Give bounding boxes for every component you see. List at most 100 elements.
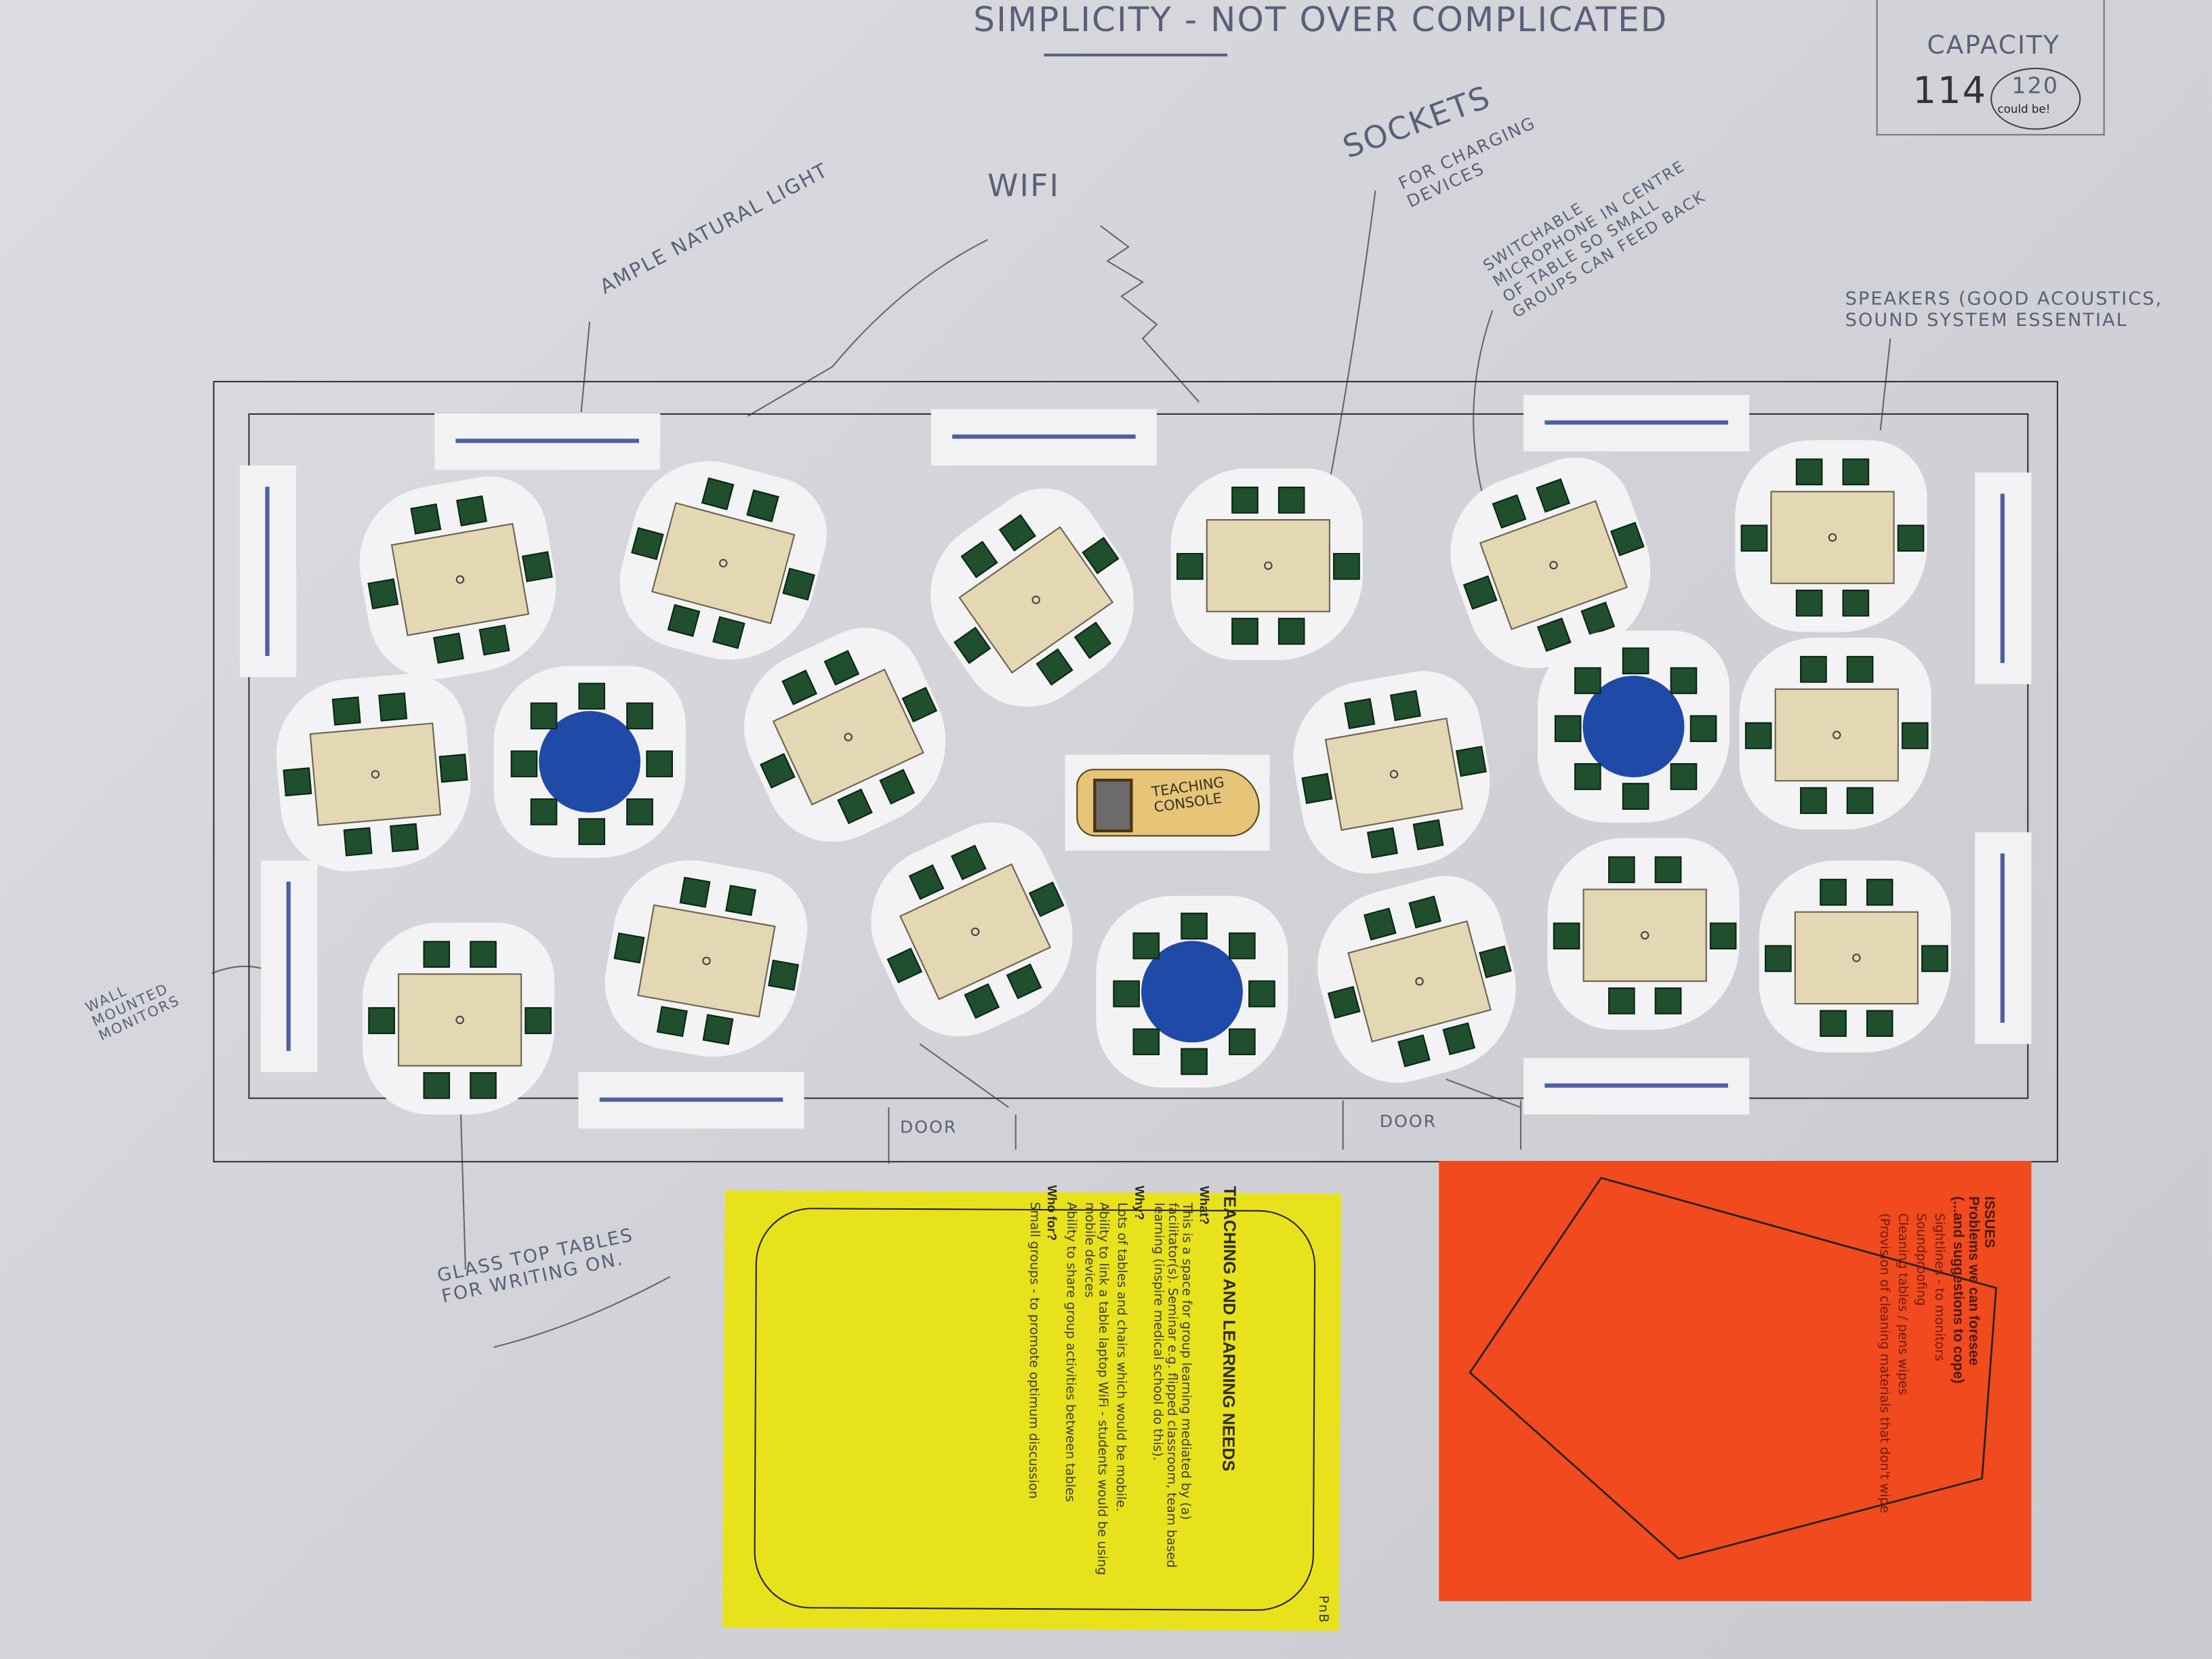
chair <box>1231 617 1258 645</box>
chair <box>679 876 711 908</box>
wifi-annotation: WIFI <box>987 169 1061 205</box>
why-text-1: Lots of tables and chairs which would be… <box>1112 1202 1128 1512</box>
initials: PnB <box>1315 1595 1330 1624</box>
chair <box>1800 655 1827 683</box>
teaching-learning-card: TEACHING AND LEARNING NEEDS What? This i… <box>722 1185 1342 1631</box>
chair <box>1654 856 1682 884</box>
microphone-dot <box>1640 930 1650 940</box>
chair <box>1800 787 1827 815</box>
chair <box>1390 690 1421 722</box>
title-underline <box>1044 54 1227 57</box>
chair <box>283 767 312 797</box>
who-label: Who for? <box>1044 1185 1059 1241</box>
wall-monitor <box>1975 472 2032 684</box>
monitor-screen <box>265 487 270 656</box>
door-label-2: DOOR <box>1379 1111 1437 1132</box>
chair <box>1554 715 1582 742</box>
chair <box>1132 933 1160 960</box>
chair <box>656 1006 688 1038</box>
why-label: Why? <box>1132 1185 1147 1221</box>
chair <box>1181 912 1208 940</box>
card-title: TEACHING AND LEARNING NEEDS <box>1218 1185 1240 1472</box>
chair <box>343 827 373 857</box>
chair <box>1412 819 1444 851</box>
chair <box>1574 763 1601 790</box>
why-text-3: Ability to share group activities betwee… <box>1061 1202 1078 1502</box>
chair <box>1901 722 1929 750</box>
capacity-alt-circle: 120 could be! <box>1990 67 2081 130</box>
monitor-screen <box>952 434 1136 439</box>
who-text: Small groups - to promote optimum discus… <box>1025 1202 1041 1499</box>
chair <box>1301 773 1333 804</box>
chair <box>1709 922 1737 949</box>
chair <box>1670 667 1698 695</box>
chair <box>1228 933 1256 960</box>
microphone-dot <box>455 1015 464 1025</box>
chair <box>1277 617 1305 645</box>
wall-monitor <box>1523 1058 1750 1115</box>
chair <box>1333 552 1360 580</box>
room-outer-wall <box>213 381 2059 1163</box>
issue-item-1: Sightlines - to monitors <box>1931 1213 1946 1361</box>
monitor-screen <box>1544 1083 1728 1088</box>
chair <box>1113 980 1140 1008</box>
wall-monitor <box>930 409 1157 466</box>
microphone-dot <box>1832 731 1841 739</box>
chair <box>1574 667 1601 695</box>
door-label-1: DOOR <box>900 1117 958 1137</box>
chair <box>423 941 451 968</box>
chair <box>470 1072 497 1099</box>
chair <box>1842 458 1870 486</box>
chair <box>530 798 558 825</box>
pentagon-frame <box>1469 1176 1997 1560</box>
capacity-box: CAPACITY 114 120 could be! <box>1876 0 2105 136</box>
chair <box>1866 878 1893 906</box>
chair <box>613 932 645 964</box>
chair <box>368 1007 395 1034</box>
issue-item-4: (Provision of cleaning materials that do… <box>1876 1213 1891 1513</box>
chair <box>1622 647 1650 675</box>
issues-card: ISSUES Problems we can foresee (...and s… <box>1439 1161 2032 1601</box>
teaching-console: TEACHING CONSOLE <box>1065 754 1270 851</box>
chair <box>1897 525 1925 552</box>
chair <box>768 960 799 991</box>
capacity-alt: 120 <box>2011 72 2060 99</box>
chair <box>1846 655 1874 683</box>
wall-monitor <box>239 465 297 678</box>
wall-monitor <box>578 1072 804 1129</box>
chair <box>331 696 361 726</box>
chair <box>1744 722 1772 750</box>
chair <box>1795 458 1823 486</box>
title-annotation: SIMPLICITY - NOT OVER COMPLICATED <box>973 0 1668 40</box>
chair <box>1553 922 1580 949</box>
chair <box>378 692 408 722</box>
issue-item-3: Cleaning tables / pens wipes <box>1894 1213 1909 1395</box>
issues-subtitle-2: (...and suggestions to cope) <box>1949 1196 1965 1384</box>
capacity-value: 114 <box>1912 70 1988 113</box>
monitor-screen <box>286 882 291 1051</box>
monitor-screen <box>2000 853 2005 1023</box>
issues-content: ISSUES Problems we can foresee (...and s… <box>1474 1196 1996 1563</box>
wall-monitor <box>434 413 661 470</box>
chair <box>1608 856 1635 884</box>
chair <box>525 1007 552 1034</box>
chair <box>470 941 497 968</box>
chair <box>521 551 553 583</box>
chair <box>725 884 757 916</box>
wall-monitor <box>1523 394 1750 452</box>
chair <box>1689 715 1717 742</box>
console-screen-icon <box>1093 779 1133 833</box>
monitor-screen <box>455 438 639 443</box>
chair <box>1228 1028 1256 1055</box>
chair <box>390 823 419 853</box>
chair <box>1248 980 1275 1008</box>
card-content: TEACHING AND LEARNING NEEDS What? This i… <box>701 1183 1240 1595</box>
chair <box>1622 783 1650 810</box>
issues-subtitle: Problems we can foresee <box>1965 1196 1981 1366</box>
chair <box>578 682 606 710</box>
chair <box>1670 763 1698 790</box>
microphone-dot <box>1852 954 1861 962</box>
chair <box>1842 590 1870 617</box>
microphone-dot <box>1828 533 1837 542</box>
